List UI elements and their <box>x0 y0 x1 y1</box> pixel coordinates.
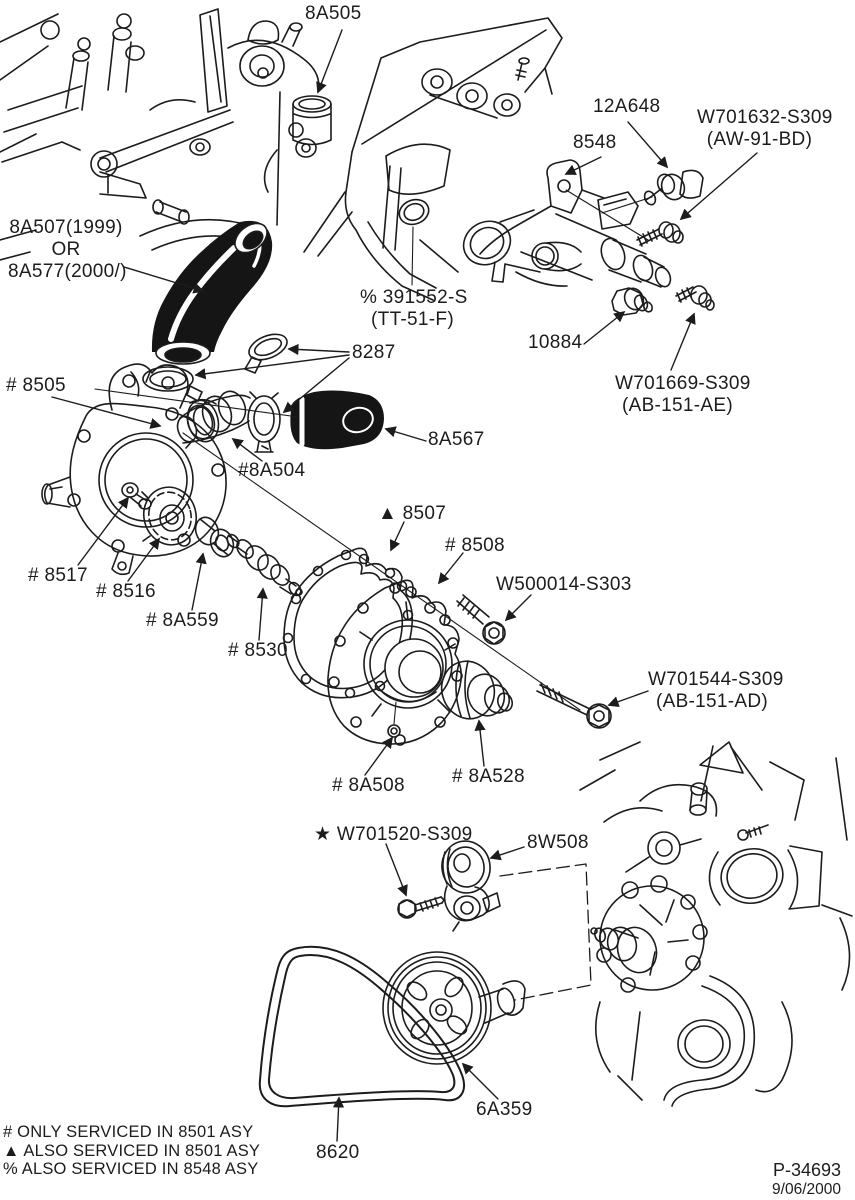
elbow-8a567-drawing <box>290 390 384 450</box>
bolt-w701632-drawing <box>636 221 684 247</box>
label-8a559: # 8A559 <box>146 610 219 631</box>
label-line: W701669-S309 <box>615 373 751 394</box>
label-8a567: 8A567 <box>428 429 485 450</box>
label-line: (TT-51-F) <box>371 309 454 330</box>
label-8a505: 8A505 <box>305 3 362 24</box>
engine-assembly-lower-right-drawing <box>579 741 853 1107</box>
label-391552: % 391552-S (TT-51-F) <box>360 287 468 331</box>
label-12a648: 12A648 <box>593 96 661 117</box>
engine-block-top-center-drawing <box>303 17 563 301</box>
engine-fragment-top-left-drawing <box>0 8 320 261</box>
label-8517: # 8517 <box>28 565 88 586</box>
label-8548: 8548 <box>573 132 617 153</box>
bolt-w701669-drawing <box>675 285 715 311</box>
label-8508: # 8508 <box>445 535 505 556</box>
footnote-line: ▲ ALSO SERVICED IN 8501 ASY <box>3 1141 261 1160</box>
footnotes: # ONLY SERVICED IN 8501 ASY ▲ ALSO SERVI… <box>3 1123 260 1179</box>
bolt-w500014-drawing <box>456 594 506 645</box>
label-w701669: W701669-S309 (AB-151-AE) <box>615 373 751 417</box>
label-w701520: ★ W701520-S309 <box>314 824 473 845</box>
label-6a359: 6A359 <box>476 1099 533 1120</box>
label-8287: 8287 <box>352 342 396 363</box>
label-w701632: W701632-S309 (AW-91-BD) <box>697 107 833 151</box>
label-line: (AB-151-AD) <box>655 691 769 712</box>
label-8620: 8620 <box>316 1142 360 1163</box>
part-8a505-drawing <box>292 95 332 146</box>
label-line: 8A577(2000/) <box>8 261 127 282</box>
label-8a508: # 8A508 <box>332 775 405 796</box>
shaft-8530-drawing <box>226 533 303 597</box>
label-line: W701544-S309 <box>648 669 784 690</box>
projection-lines <box>94 189 653 1001</box>
label-8505: # 8505 <box>6 375 66 396</box>
sensor-10884-drawing <box>611 287 653 316</box>
label-line: % 391552-S <box>360 287 468 308</box>
label-8a507-8a577: 8A507(1999) OR 8A577(2000/) <box>8 217 127 283</box>
label-line: (AB-151-AE) <box>621 395 733 416</box>
leader-arrows <box>51 29 758 1142</box>
label-line: (AW-91-BD) <box>706 129 813 150</box>
label-w701544: W701544-S309 (AB-151-AD) <box>648 669 784 713</box>
label-w500014: W500014-S303 <box>496 574 632 595</box>
bolt-w701544-drawing <box>536 682 612 729</box>
oring-8a508-drawing <box>387 724 401 738</box>
label-8516: # 8516 <box>96 581 156 602</box>
gear-8516-drawing <box>141 486 198 546</box>
label-line: 8A507(1999) <box>9 217 123 238</box>
tensioner-8w508-drawing <box>441 840 501 932</box>
clamp-8287-a-drawing <box>142 366 203 402</box>
thermostat-housing-8548-drawing <box>462 159 672 288</box>
water-pump-8508-drawing <box>327 579 463 746</box>
label-line: W701632-S309 <box>697 107 833 128</box>
footnote-line: % ALSO SERVICED IN 8548 ASY <box>3 1160 259 1178</box>
label-8a504: #8A504 <box>238 460 306 481</box>
sensor-12a648-drawing <box>643 169 704 206</box>
footnote-line: # ONLY SERVICED IN 8501 ASY <box>3 1123 254 1141</box>
document-number: P-34693 <box>772 1160 841 1180</box>
label-8a528: # 8A528 <box>452 766 525 787</box>
bolt-w701520-drawing <box>397 896 445 919</box>
pump-housing-8505-drawing <box>41 363 227 576</box>
label-10884: 10884 <box>528 332 583 353</box>
impeller-8a528-drawing <box>440 660 514 720</box>
document-id-block: P-34693 9/06/2000 <box>772 1161 841 1199</box>
label-8530: # 8530 <box>228 640 288 661</box>
label-line: OR <box>51 239 81 260</box>
document-date: 9/06/2000 <box>772 1181 841 1198</box>
clamp-8287-b-drawing <box>244 333 288 374</box>
label-8507: ▲ 8507 <box>378 503 447 524</box>
label-8w508: 8W508 <box>527 832 589 853</box>
pulley-6a359-drawing <box>382 951 526 1065</box>
clamp-8287-c-drawing <box>247 391 281 453</box>
